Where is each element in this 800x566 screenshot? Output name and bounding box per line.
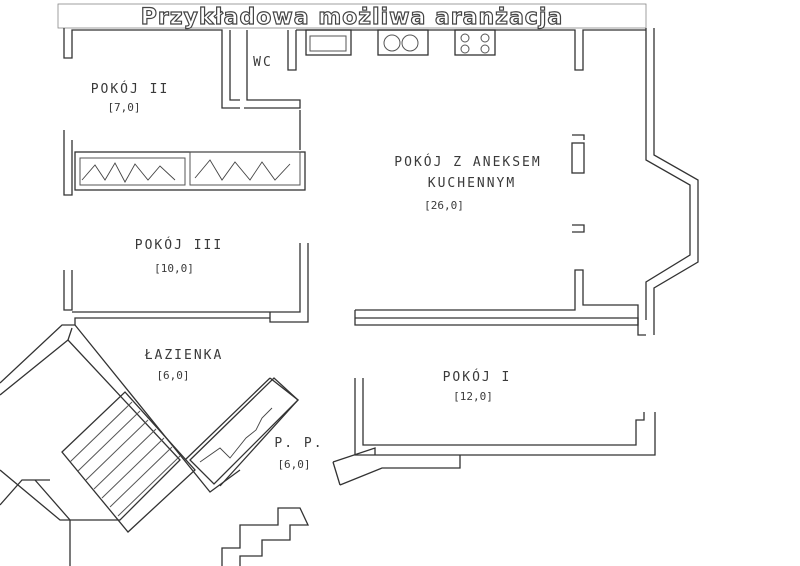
- title-banner: Przykładowa możliwa aranżacja: [57, 3, 647, 31]
- plan-title: Przykładowa możliwa aranżacja: [141, 5, 564, 30]
- area-pokoj-3: [10,0]: [154, 262, 194, 275]
- area-lazienka: [6,0]: [156, 369, 189, 382]
- area-pp: [6,0]: [277, 458, 310, 471]
- wardrobe-top: [74, 151, 306, 191]
- area-pokoj-1: [12,0]: [453, 390, 493, 403]
- label-salon-line2: KUCHENNYM: [428, 176, 516, 191]
- sink-icon: [377, 29, 429, 56]
- label-pokoj-1: POKÓJ I: [443, 369, 512, 385]
- label-pp: P. P.: [274, 436, 323, 451]
- wardrobe-bathroom: [189, 377, 299, 485]
- room-labels: POKÓJ II [7,0] WC POKÓJ Z ANEKSEM KUCHEN…: [91, 55, 541, 471]
- kitchen-appliances: [305, 29, 496, 56]
- label-lazienka: ŁAZIENKA: [144, 348, 224, 363]
- counter-icon: [305, 29, 352, 56]
- label-pokoj-3: POKÓJ III: [135, 237, 223, 253]
- walls: [0, 28, 699, 566]
- label-pokoj-2: POKÓJ II: [91, 81, 170, 97]
- area-pokoj-2: [7,0]: [107, 101, 140, 114]
- label-salon-line1: POKÓJ Z ANEKSEM: [394, 154, 541, 170]
- stove-icon: [454, 29, 496, 56]
- area-salon: [26,0]: [424, 199, 464, 212]
- label-wc: WC: [253, 55, 273, 70]
